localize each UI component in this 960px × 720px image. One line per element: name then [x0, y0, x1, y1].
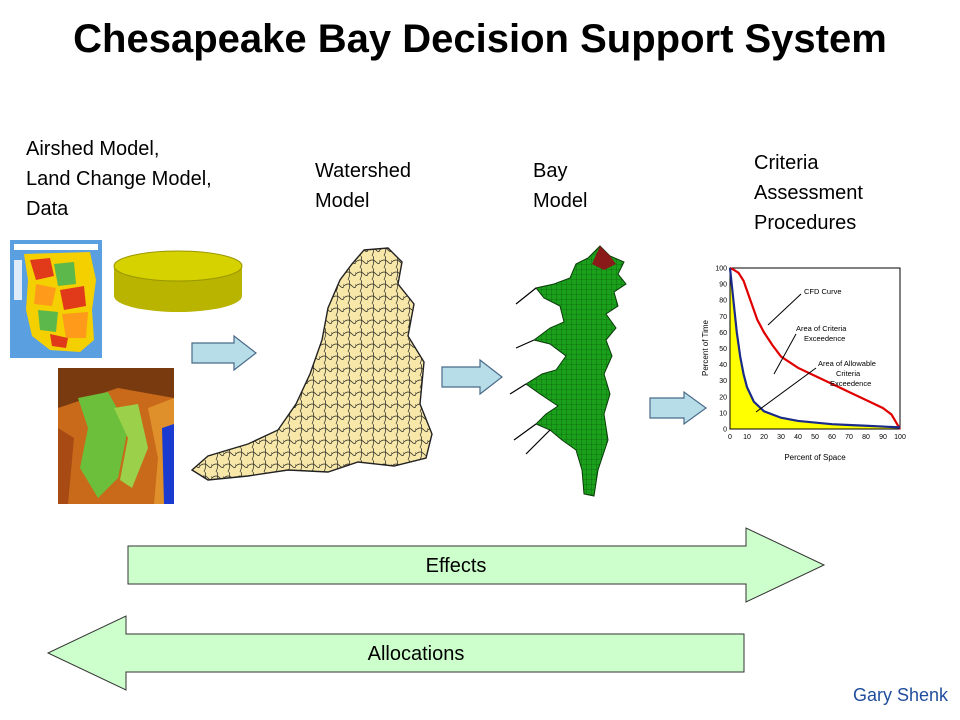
flow-arrow-2-icon — [441, 358, 503, 396]
allowable-fill-area — [730, 268, 900, 429]
effects-arrow: Effects — [127, 527, 826, 603]
airshed-label-line-1: Airshed Model, — [26, 138, 160, 160]
watershed-label-line-1: Watershed — [315, 160, 411, 182]
cfd-annotation: CFD Curve — [804, 287, 842, 296]
x-tick-label: 0 — [728, 434, 732, 441]
effects-label: Effects — [426, 555, 487, 577]
criteria-label-line-3: Procedures — [754, 212, 857, 234]
flow-arrow-3-icon — [649, 390, 708, 426]
land-change-map-image — [10, 240, 102, 358]
x-tick-label: 40 — [794, 434, 802, 441]
x-tick-label: 100 — [894, 434, 906, 441]
airshed-label: Airshed Model, Land Change Model, Data — [26, 134, 266, 224]
bay-label-line-2: Model — [533, 190, 588, 212]
y-tick-label: 10 — [719, 410, 727, 417]
criteria-label: Criteria Assessment Procedures — [754, 148, 914, 238]
bay-label: Bay Model — [533, 156, 633, 216]
exceedence-annotation-pointer — [773, 333, 797, 375]
x-tick-label: 50 — [811, 434, 819, 441]
allowable-area-fill — [730, 268, 900, 429]
x-tick-label: 90 — [879, 434, 887, 441]
y-axis-label: Percent of Time — [701, 319, 710, 376]
y-tick-label: 90 — [719, 282, 727, 289]
allocations-arrow: Allocations — [46, 615, 745, 691]
x-tick-label: 20 — [760, 434, 768, 441]
watershed-label: Watershed Model — [315, 156, 455, 216]
plot-frame — [729, 267, 901, 430]
criteria-label-line-2: Assessment — [754, 182, 863, 204]
y-tick-label: 70 — [719, 314, 727, 321]
y-tick-label: 30 — [719, 378, 727, 385]
y-tick-label: 100 — [715, 266, 727, 273]
y-tick-label: 40 — [719, 362, 727, 369]
allowable-curve-line — [728, 267, 901, 429]
watershed-model-image — [190, 247, 433, 481]
x-tick-label: 80 — [862, 434, 870, 441]
cfd-chart: 0 10 20 30 40 50 60 70 80 90 100 0 10 20 30 40 50 60 70 80 9… — [701, 266, 906, 463]
x-tick-label: 30 — [777, 434, 785, 441]
airshed-label-line-2: Land Change Model, — [26, 168, 212, 190]
x-tick-label: 70 — [845, 434, 853, 441]
bay-model-image — [509, 245, 627, 497]
x-tick-label: 60 — [828, 434, 836, 441]
y-tick-label: 60 — [719, 330, 727, 337]
exceedence-annotation: Area of Criteria Exceedence — [796, 324, 849, 343]
bay-label-line-1: Bay — [533, 160, 568, 182]
y-tick-label: 80 — [719, 298, 727, 305]
y-tick-label: 20 — [719, 394, 727, 401]
x-tick-label: 10 — [743, 434, 751, 441]
cfd-curve-line — [729, 267, 901, 430]
database-icon — [113, 250, 243, 312]
ticks-group: 0 10 20 30 40 50 60 70 80 90 100 0 10 20 30 40 50 60 70 80 9… — [715, 266, 906, 442]
flow-arrow-1-icon — [191, 334, 257, 372]
author-credit: Gary Shenk — [852, 685, 948, 705]
y-tick-label: 0 — [723, 427, 727, 434]
series-group — [728, 267, 901, 430]
terrain-map-image — [58, 368, 174, 504]
allocations-label: Allocations — [368, 643, 465, 665]
x-axis-label: Percent of Space — [784, 453, 846, 462]
cfd-annotation-pointer — [767, 293, 802, 326]
y-tick-label: 50 — [719, 346, 727, 353]
criteria-label-line-1: Criteria — [754, 152, 819, 174]
allowable-annotation-pointer — [755, 367, 817, 413]
watershed-label-line-2: Model — [315, 190, 370, 212]
page-title: Chesapeake Bay Decision Support System — [73, 17, 887, 61]
allowable-annotation: Area of Allowable Criteria Exceedence — [818, 359, 878, 388]
airshed-label-line-3: Data — [26, 198, 69, 220]
